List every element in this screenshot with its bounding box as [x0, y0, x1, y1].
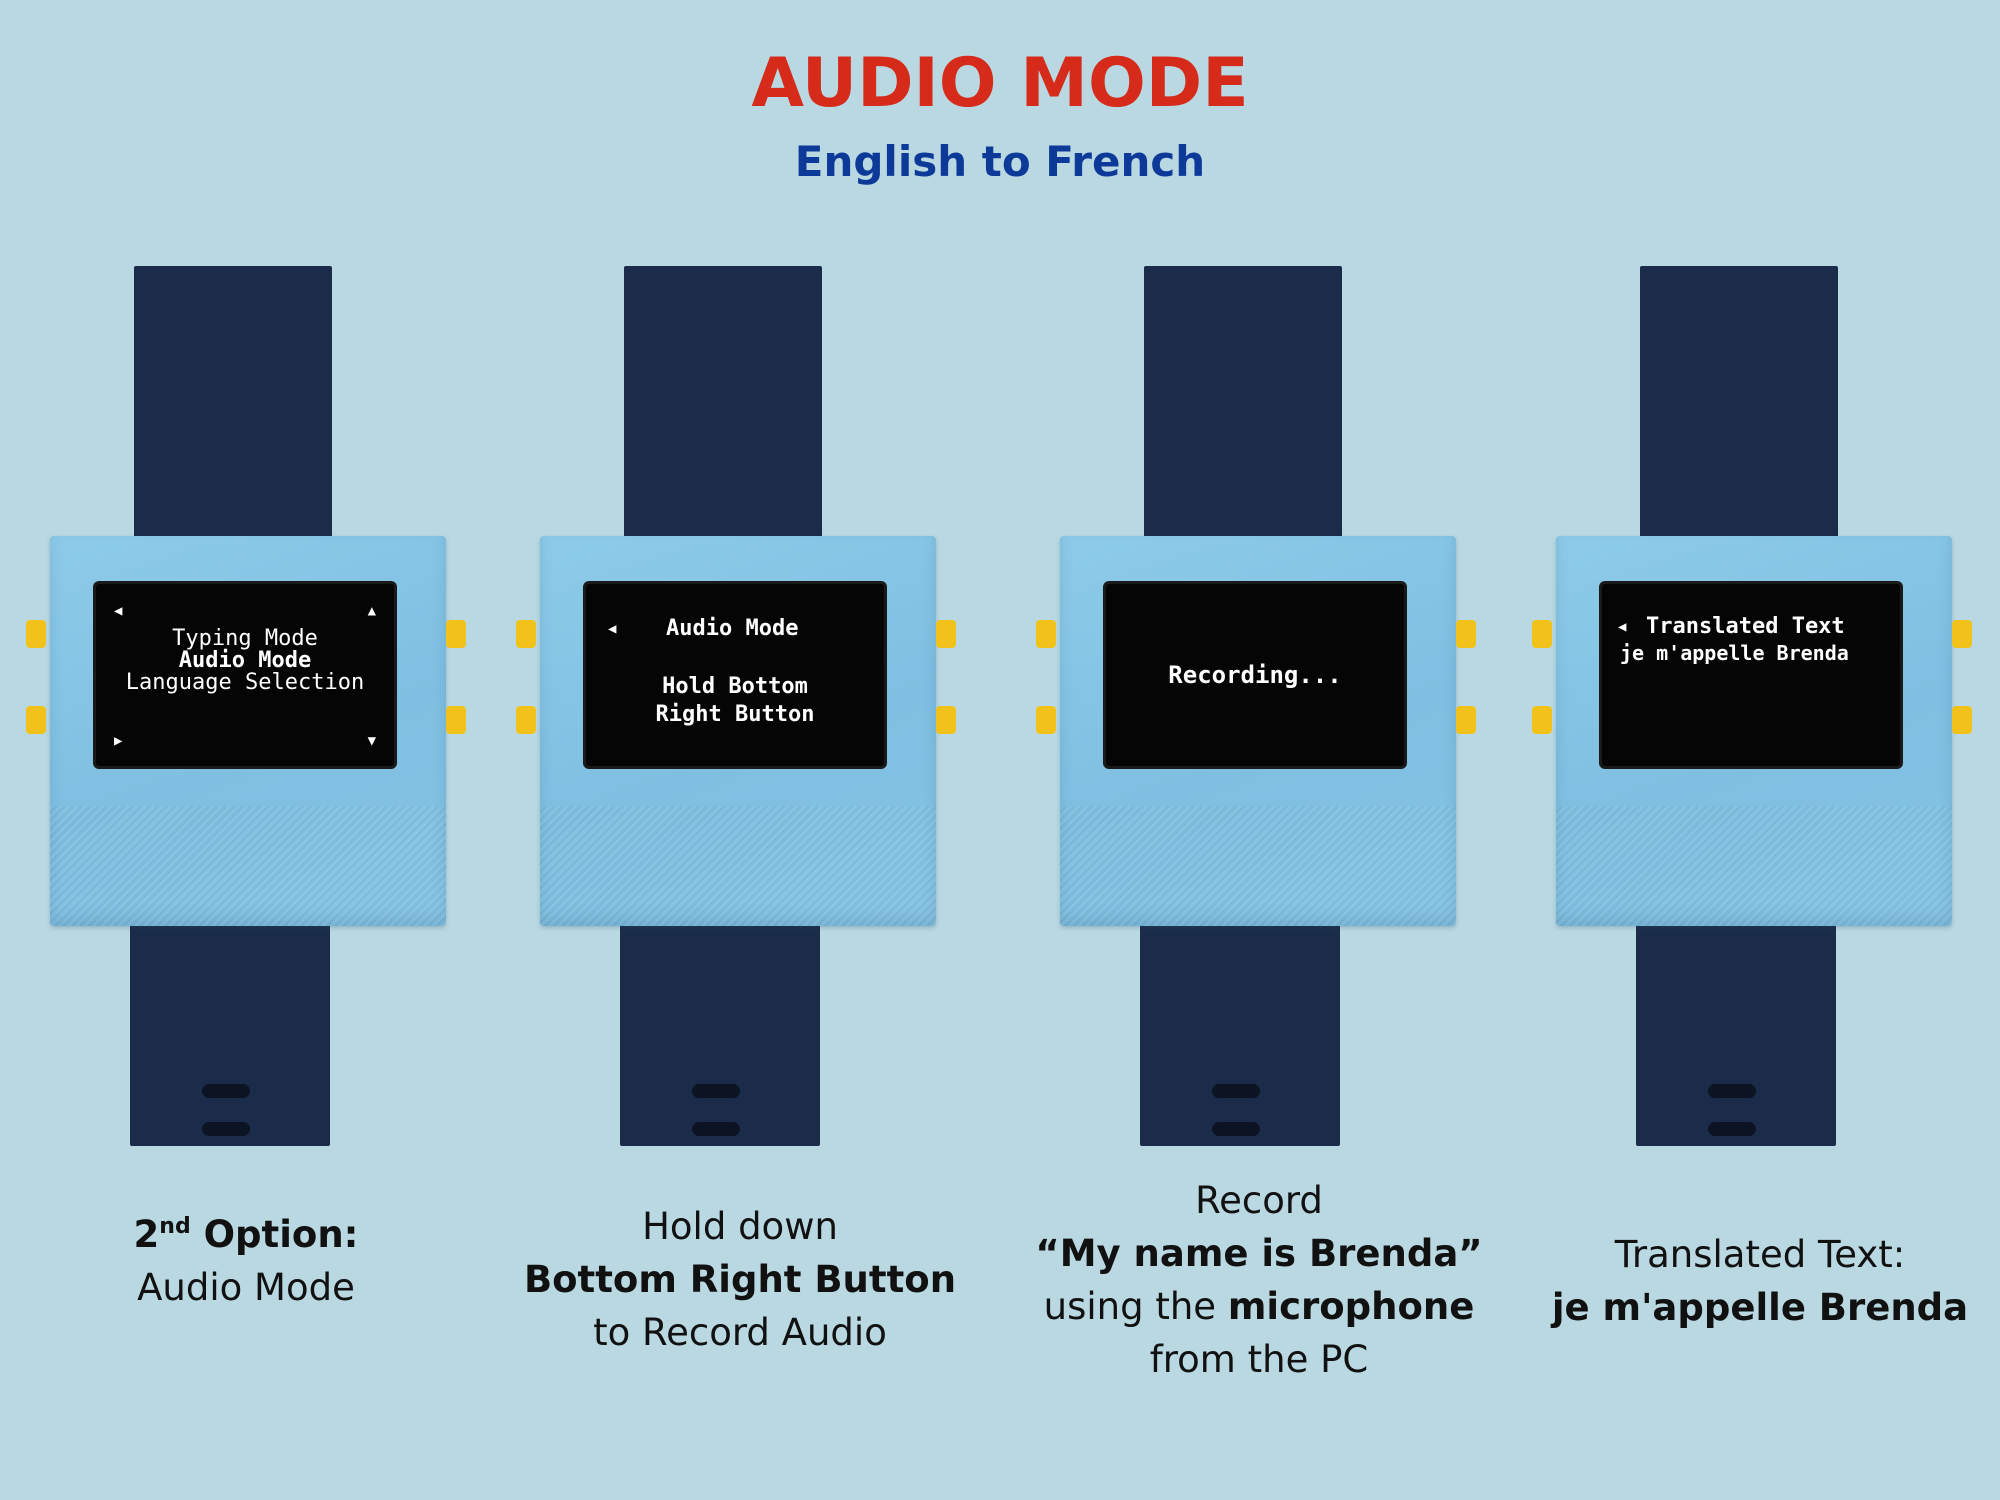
bottom-left-button[interactable]: [1036, 706, 1056, 734]
caption-step-3: Record “My name is Brenda” using the mic…: [1014, 1174, 1504, 1386]
watch-strap-top: [1144, 266, 1342, 541]
watch-audio-mode: ◀ Audio Mode Hold Bottom Right Button: [514, 266, 964, 1146]
oled-screen: ◀ ▲ ▶ ▼ Typing Mode Audio Mode Language …: [96, 584, 394, 766]
caption-step-1: 2nd Option: Audio Mode: [46, 1208, 446, 1314]
bottom-right-button[interactable]: [936, 706, 956, 734]
watch-strap-bottom: [1636, 918, 1836, 1146]
caption-step-3-line-1: Record: [1195, 1179, 1323, 1222]
page-subtitle: English to French: [794, 137, 1206, 186]
watch-translated-text: ◀ Translated Text je m'appelle Brenda: [1530, 266, 1980, 1146]
watch-strap-top: [134, 266, 332, 541]
strap-hole: [1212, 1122, 1260, 1136]
caption-step-1-text: Audio Mode: [137, 1266, 355, 1309]
bottom-right-button[interactable]: [1456, 706, 1476, 734]
watch-strap-top: [1640, 266, 1838, 541]
screen-instruction-line-1: Hold Bottom: [662, 674, 808, 699]
top-right-button[interactable]: [936, 620, 956, 648]
up-arrow-icon: ▲: [367, 603, 376, 619]
bottom-left-button[interactable]: [26, 706, 46, 734]
caption-step-3-line-3: using the microphone: [1043, 1285, 1475, 1328]
strap-hole: [202, 1084, 250, 1098]
screen-heading: Translated Text: [1646, 614, 1845, 639]
left-arrow-icon: ◀: [114, 603, 123, 619]
menu-option-typing-mode: Typing Mode: [172, 626, 318, 651]
top-right-button[interactable]: [1952, 620, 1972, 648]
watch-strap-top: [624, 266, 822, 541]
left-arrow-icon: ◀: [1618, 619, 1627, 635]
caption-step-2-line-2: Bottom Right Button: [523, 1258, 957, 1301]
bottom-left-button[interactable]: [1532, 706, 1552, 734]
oled-screen: ◀ Audio Mode Hold Bottom Right Button: [586, 584, 884, 766]
caption-step-4-line-1: Translated Text:: [1614, 1233, 1906, 1276]
bottom-right-button[interactable]: [1952, 706, 1972, 734]
caption-step-2-line-1: Hold down: [642, 1205, 838, 1248]
page-title: AUDIO MODE: [751, 44, 1249, 123]
watch-strap-bottom: [130, 918, 330, 1146]
oled-screen: Recording...: [1106, 584, 1404, 766]
top-left-button[interactable]: [1036, 620, 1056, 648]
strap-hole: [692, 1122, 740, 1136]
watch-recording: Recording...: [1034, 266, 1484, 1146]
strap-hole: [1708, 1084, 1756, 1098]
recording-status: Recording...: [1168, 661, 1342, 689]
caption-step-3-line-2: “My name is Brenda”: [1035, 1232, 1483, 1275]
bottom-right-button[interactable]: [446, 706, 466, 734]
watch-strap-bottom: [1140, 918, 1340, 1146]
watch-strap-bottom: [620, 918, 820, 1146]
top-right-button[interactable]: [446, 620, 466, 648]
top-left-button[interactable]: [516, 620, 536, 648]
caption-step-2: Hold down Bottom Right Button to Record …: [500, 1200, 980, 1359]
strap-hole: [202, 1122, 250, 1136]
screen-heading: Audio Mode: [666, 616, 799, 641]
caption-step-4-line-2: je m'appelle Brenda: [1551, 1286, 1969, 1329]
top-left-button[interactable]: [1532, 620, 1552, 648]
strap-hole: [1708, 1122, 1756, 1136]
oled-screen: ◀ Translated Text je m'appelle Brenda: [1602, 584, 1900, 766]
caption-step-2-line-3: to Record Audio: [593, 1311, 887, 1354]
strap-hole: [1212, 1084, 1260, 1098]
translated-text: je m'appelle Brenda: [1620, 641, 1849, 665]
left-arrow-icon: ◀: [608, 621, 617, 637]
down-arrow-icon: ▼: [367, 733, 376, 749]
menu-option-audio-mode: Audio Mode: [178, 648, 312, 673]
top-right-button[interactable]: [1456, 620, 1476, 648]
menu-option-language-selection: Language Selection: [125, 670, 365, 695]
screen-instruction-line-2: Right Button: [655, 702, 815, 727]
strap-hole: [692, 1084, 740, 1098]
top-left-button[interactable]: [26, 620, 46, 648]
watch-menu: ◀ ▲ ▶ ▼ Typing Mode Audio Mode Language …: [24, 266, 474, 1146]
bottom-left-button[interactable]: [516, 706, 536, 734]
caption-step-3-line-4: from the PC: [1149, 1338, 1369, 1381]
caption-step-4: Translated Text: je m'appelle Brenda: [1520, 1228, 2000, 1334]
caption-step-1-heading: 2nd Option:: [133, 1213, 359, 1256]
right-arrow-icon: ▶: [114, 733, 123, 749]
